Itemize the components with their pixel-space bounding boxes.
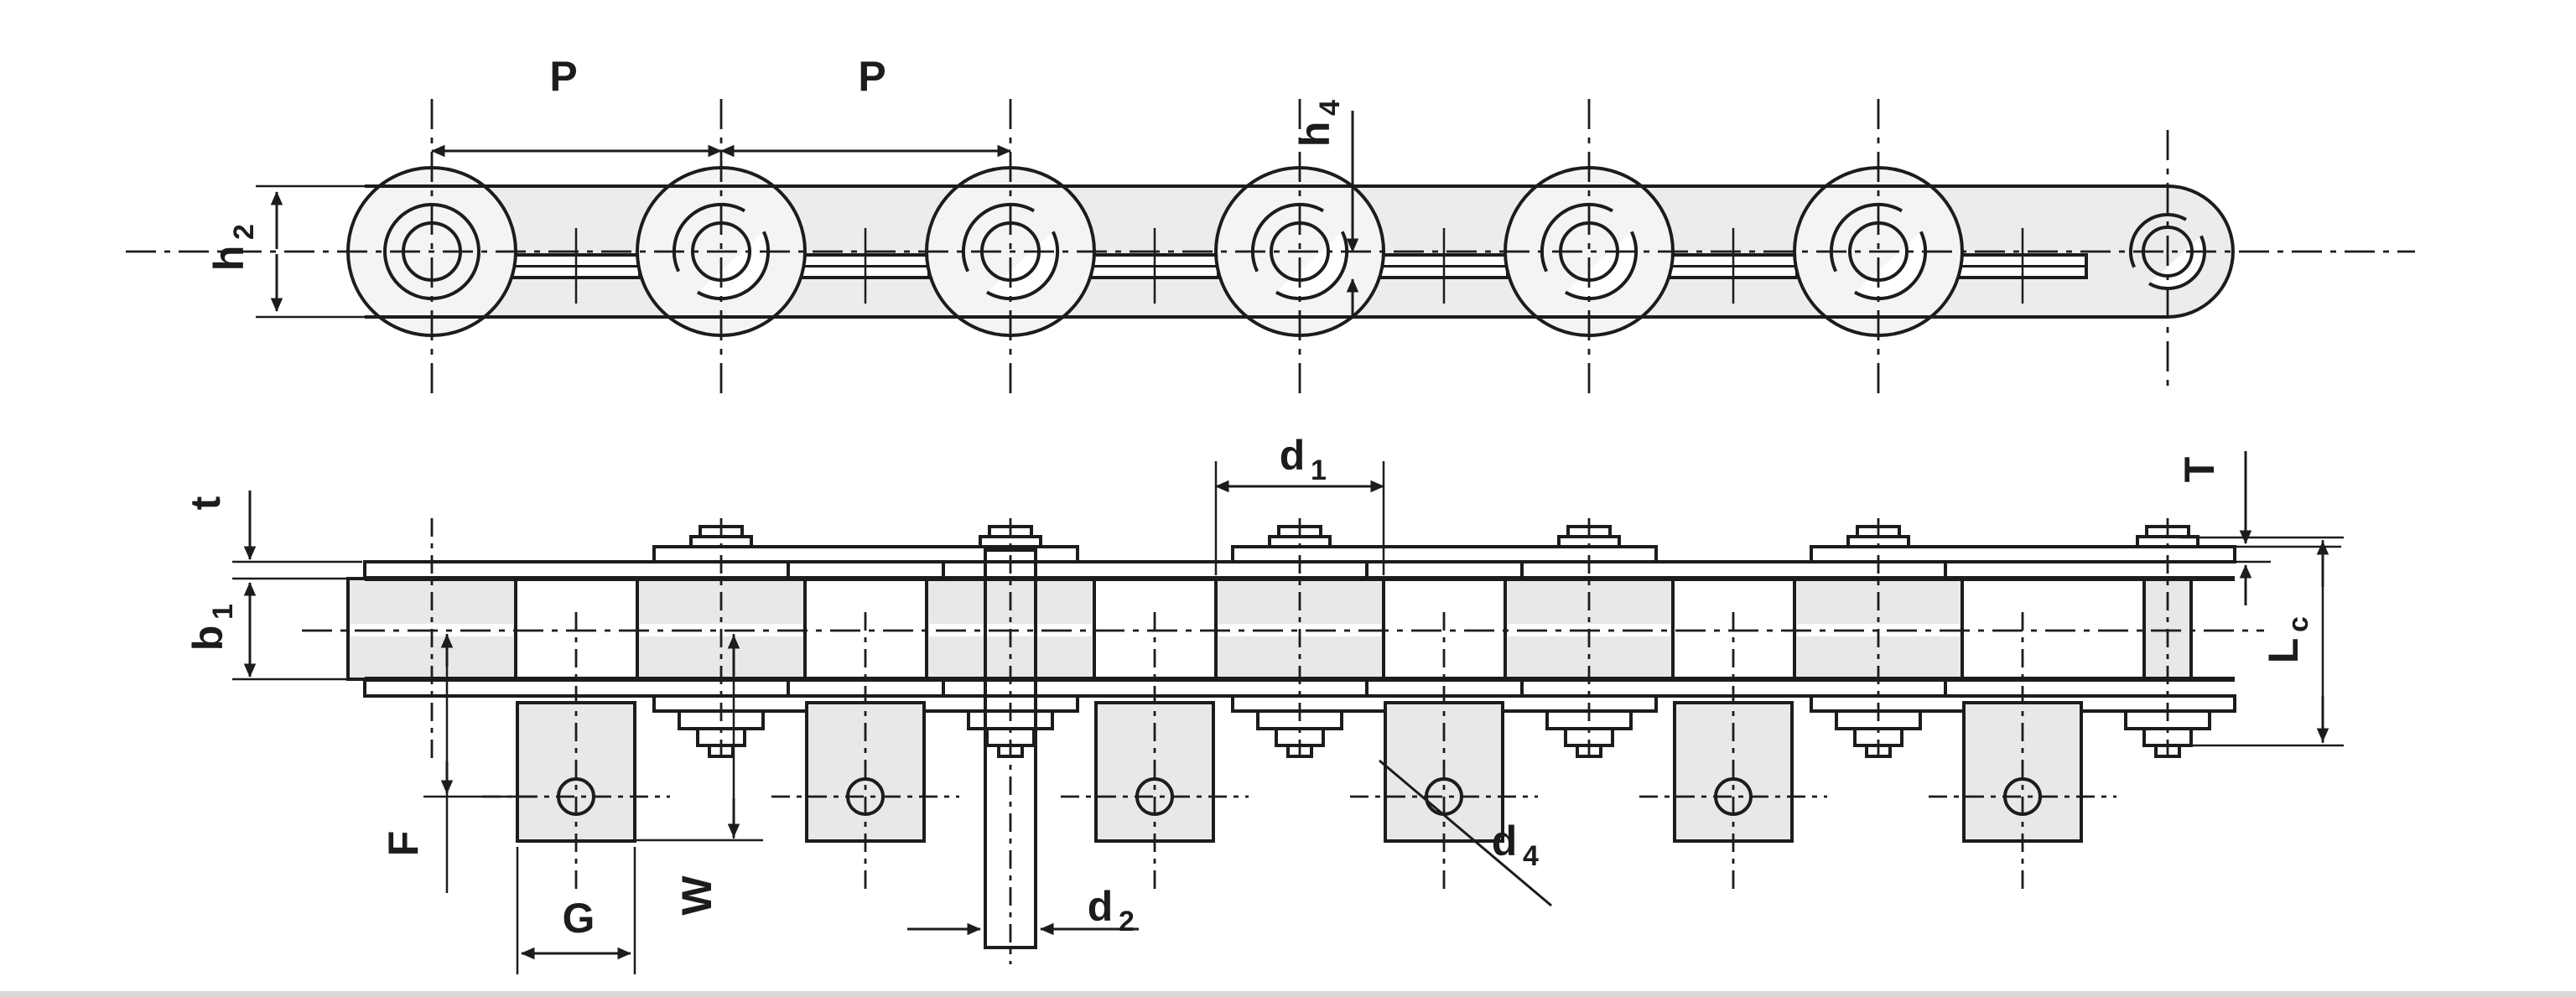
label-h2-base: h xyxy=(205,246,252,272)
label-pitch-2: P xyxy=(858,53,886,100)
label-Lc-sub: c xyxy=(2283,616,2314,632)
outer-plate-far xyxy=(1810,545,2236,563)
label-pitch-1: P xyxy=(549,53,577,100)
label-G: G xyxy=(563,895,595,942)
label-F-text: F xyxy=(380,831,427,857)
bushing-arc-lower xyxy=(1829,202,1903,273)
label-F: F xyxy=(380,831,427,857)
dimensions xyxy=(232,111,2344,974)
label-T: T xyxy=(2176,457,2223,483)
label-d1-base: d xyxy=(1280,432,1306,479)
label-Lc-base: L xyxy=(2260,638,2307,664)
leader-d4 xyxy=(1379,759,1552,907)
label-h4: h 4 xyxy=(1291,100,1346,147)
label-h4-base: h xyxy=(1291,122,1338,148)
label-G-text: G xyxy=(563,895,595,942)
end-bushing-arc-lower xyxy=(2129,213,2187,268)
links-rollers-attachments xyxy=(302,518,2264,964)
outer-plate-far xyxy=(1231,545,1658,563)
label-d2: d 2 xyxy=(1088,883,1135,937)
label-t: t xyxy=(182,496,229,510)
page-bottom-bar xyxy=(0,991,2576,997)
label-W: W xyxy=(673,875,720,916)
label-T-text: T xyxy=(2176,457,2223,483)
label-h4-sub: 4 xyxy=(1314,100,1346,116)
bushing-arc-lower xyxy=(961,202,1036,273)
label-d4-sub: 4 xyxy=(1523,840,1539,872)
label-t-text: t xyxy=(182,496,229,510)
label-pitch-2-text: P xyxy=(858,53,886,100)
label-d4: d 4 xyxy=(1492,818,1539,872)
label-b1-sub: 1 xyxy=(207,604,239,620)
label-b1: b 1 xyxy=(184,604,239,651)
plan-view xyxy=(302,518,2264,964)
bushing-arc-lower xyxy=(672,202,746,273)
label-d4-base: d xyxy=(1492,818,1518,865)
side-elevation-view xyxy=(126,99,2415,401)
label-Lc: L c xyxy=(2260,616,2314,663)
label-d1-sub: 1 xyxy=(1311,454,1327,486)
dimension-labels: P P h 2 h 4 t b 1 F G W d 1 xyxy=(182,53,2314,942)
bushing-arc-lower xyxy=(1250,202,1325,273)
chain-end-cap xyxy=(2167,184,2235,319)
label-W-text: W xyxy=(673,875,720,916)
label-b1-base: b xyxy=(184,626,231,652)
extended-pin-shaft xyxy=(984,548,1037,949)
label-h2-sub: 2 xyxy=(228,224,260,240)
label-d1: d 1 xyxy=(1280,432,1327,486)
label-pitch-1-text: P xyxy=(549,53,577,100)
rollers-and-pins xyxy=(346,99,2206,401)
outer-plate-far xyxy=(652,545,1079,563)
label-h2: h 2 xyxy=(205,224,260,271)
label-d2-base: d xyxy=(1088,883,1114,930)
bushing-arc-lower xyxy=(1540,202,1614,273)
label-d2-sub: 2 xyxy=(1119,906,1135,937)
